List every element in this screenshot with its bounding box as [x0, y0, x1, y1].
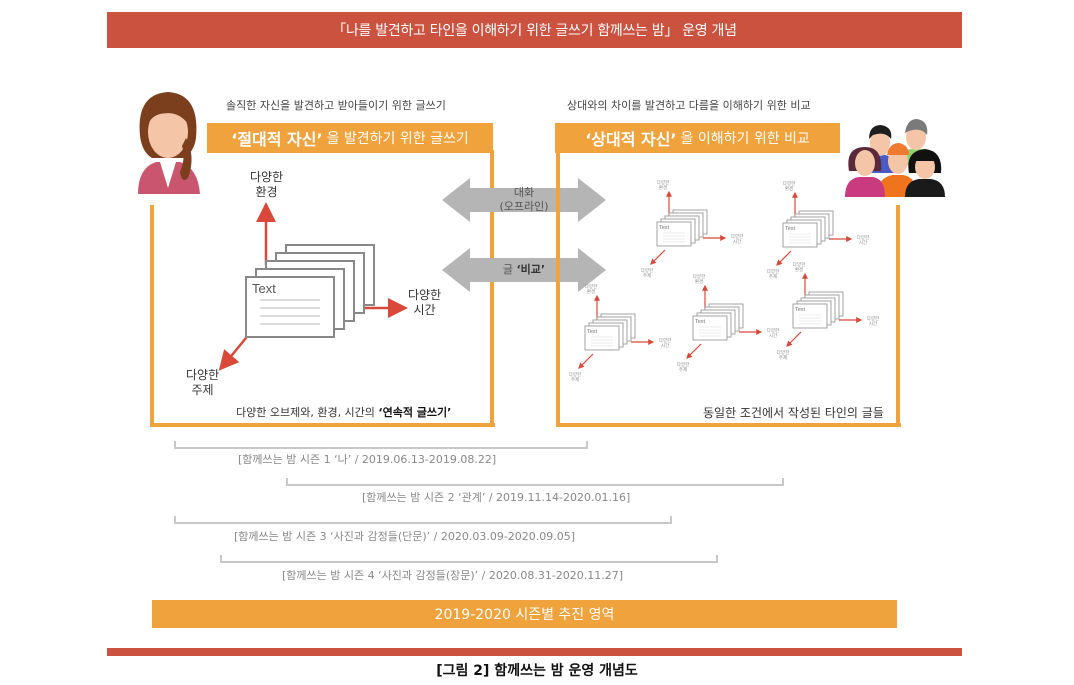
- season-4-label: [함께쓰는 밤 시즌 4 ‘사진과 감정들(장문)’ / 2020.08.31-…: [282, 569, 624, 582]
- diagram-title: 「나를 발견하고 타인을 이해하기 위한 글쓰기 함께쓰는 밤」 운영 개념: [332, 23, 737, 39]
- season-3-bracket: [174, 516, 672, 524]
- right-banner-text: 을 이해하기 위한 비교: [680, 131, 810, 147]
- right-bottom-text: 동일한 조건에서 작성된 타인의 글들: [703, 406, 884, 420]
- season-2-label: [함께쓰는 밤 시즌 2 ‘관계’ / 2019.11.14-2020.01.1…: [362, 491, 631, 504]
- right-frame-left: [556, 150, 560, 427]
- bottom-divider: [107, 648, 962, 656]
- right-frame-bottom: [556, 423, 901, 427]
- left-frame-right: [490, 150, 494, 427]
- season-2-bracket: [286, 478, 784, 486]
- continuous-writing-emphasis: ‘연속적 글쓰기’: [378, 406, 452, 419]
- right-frame-right: [896, 205, 900, 427]
- svg-text:Text: Text: [252, 281, 276, 296]
- left-banner-text: 을 발견하기 위한 글쓰기: [326, 131, 469, 147]
- right-banner-emphasis: ‘상대적 자신’: [585, 130, 677, 149]
- season-area-bar: 2019-2020 시즌별 추진 영역: [152, 600, 897, 628]
- left-banner-emphasis: ‘절대적 자신’: [231, 130, 323, 149]
- left-banner: ‘절대적 자신’ 을 발견하기 위한 글쓰기: [207, 123, 493, 153]
- writing-comparison-arrow: 글 ‘비교’: [442, 248, 606, 292]
- right-subtitle: 상대와의 차이를 발견하고 다름을 이해하기 위한 비교: [567, 99, 811, 112]
- season-4-bracket: [220, 555, 718, 563]
- left-frame-bottom: [150, 423, 495, 427]
- woman-avatar-icon: [130, 88, 206, 194]
- others-writings-diagrams: Text 다양한 환경 다양한 시간 다양한 주제: [560, 180, 895, 400]
- season-1-label: [함께쓰는 밤 시즌 1 ‘나’ / 2019.06.13-2019.08.22…: [238, 453, 497, 466]
- season-3-label: [함께쓰는 밤 시즌 3 ‘사진과 감정들(단문)’ / 2020.03.09-…: [234, 530, 576, 543]
- left-frame-left: [150, 205, 154, 427]
- figure-caption: [그림 2] 함께쓰는 밤 운영 개념도: [436, 663, 638, 679]
- right-banner: ‘상대적 자신’ 을 이해하기 위한 비교: [555, 123, 840, 153]
- diagram-title-bar: 「나를 발견하고 타인을 이해하기 위한 글쓰기 함께쓰는 밤」 운영 개념: [107, 12, 962, 48]
- continuous-writing-diagram: Text: [160, 165, 490, 415]
- left-subtitle: 솔직한 자신을 발견하고 받아들이기 위한 글쓰기: [226, 99, 446, 112]
- group-avatars-icon: [845, 115, 945, 197]
- season-area-label: 2019-2020 시즌별 추진 영역: [434, 607, 615, 623]
- left-bottom-text: 다양한 오브제와, 환경, 시간의 ‘연속적 글쓰기’: [236, 406, 452, 419]
- season-1-bracket: [174, 441, 588, 449]
- dialogue-offline-arrow: 대화 (오프라인): [442, 178, 606, 222]
